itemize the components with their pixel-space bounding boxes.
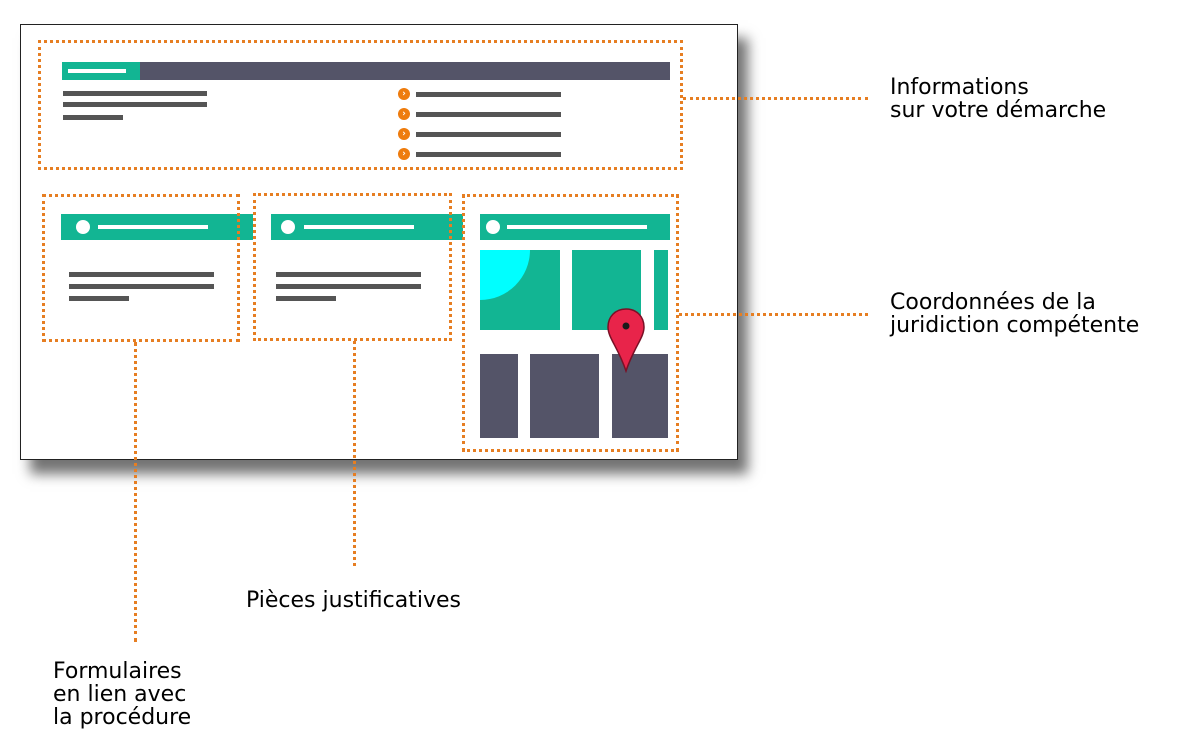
- formulaires-label: Formulaires en lien avec la procédure: [53, 659, 192, 730]
- map-pin-icon: [607, 308, 645, 373]
- documents-section-outline: [253, 193, 452, 341]
- forms-text-line: [69, 296, 129, 301]
- documents-text-line: [276, 296, 336, 301]
- pieces-label: Pièces justificatives: [246, 588, 461, 613]
- documents-card-title-line: [304, 225, 414, 229]
- link-line: [416, 132, 561, 137]
- map-block: [480, 250, 560, 330]
- documents-card-icon: [281, 220, 295, 234]
- documents-connector: [353, 341, 356, 566]
- forms-card-icon: [76, 220, 90, 234]
- header-bar: [140, 62, 670, 80]
- map-block: [530, 354, 599, 438]
- info-text-line: [63, 115, 123, 120]
- chevron-right-icon: ›: [398, 88, 410, 100]
- documents-text-line: [276, 272, 421, 277]
- chevron-right-icon: ›: [398, 128, 410, 140]
- forms-section-outline: [42, 194, 240, 342]
- info-section-outline: [38, 40, 683, 170]
- header-accent-line: [68, 69, 126, 73]
- coordonnees-label: Coordonnées de la juridiction compétente: [890, 290, 1140, 338]
- map-block: [612, 354, 668, 438]
- link-line: [416, 92, 561, 97]
- location-section-outline: [462, 194, 679, 452]
- location-connector: [679, 313, 868, 316]
- link-line: [416, 112, 561, 117]
- forms-text-line: [69, 284, 214, 289]
- info-text-line: [63, 91, 207, 96]
- forms-card-title-line: [98, 225, 208, 229]
- link-line: [416, 152, 561, 157]
- chevron-right-icon: ›: [398, 108, 410, 120]
- informations-label: Informations sur votre démarche: [890, 75, 1107, 123]
- info-text-line: [63, 102, 207, 107]
- chevron-right-icon: ›: [398, 148, 410, 160]
- forms-text-line: [69, 272, 214, 277]
- documents-text-line: [276, 284, 421, 289]
- page-mockup: › › › ›: [20, 24, 738, 460]
- forms-connector: [134, 342, 137, 642]
- map-block: [480, 354, 518, 438]
- location-card-icon: [486, 220, 500, 234]
- info-connector: [683, 97, 868, 100]
- map-block: [654, 250, 668, 330]
- location-card-title-line: [507, 225, 647, 229]
